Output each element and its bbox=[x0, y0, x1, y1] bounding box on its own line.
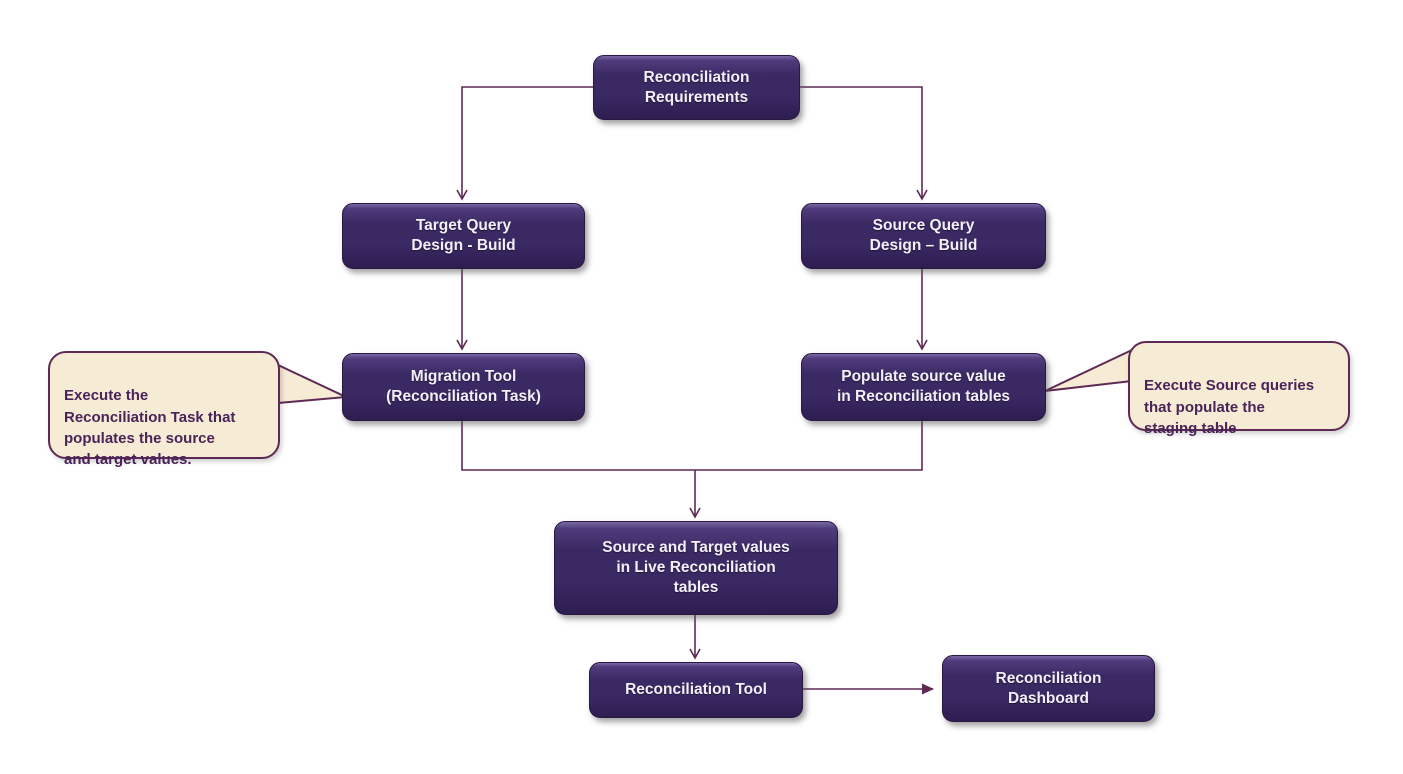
callout-execute-source-queries: Execute Source queries that populate the… bbox=[1128, 341, 1350, 437]
node-reconciliation-requirements-label: Reconciliation Requirements bbox=[643, 68, 750, 106]
node-source-query-design-build: Source Query Design – Build bbox=[801, 203, 1046, 269]
node-reconciliation-requirements: Reconciliation Requirements bbox=[593, 55, 800, 120]
node-target-query-design-build-label: Target Query Design - Build bbox=[411, 217, 516, 254]
node-populate-source-value-label: Populate source value in Reconciliation … bbox=[836, 368, 1011, 405]
callout-left-tail bbox=[277, 363, 350, 405]
connector-requirements-to-source-query bbox=[798, 86, 928, 201]
node-migration-tool: Migration Tool (Reconciliation Task) bbox=[342, 353, 585, 421]
callout-execute-reconciliation-task: Execute the Reconciliation Task that pop… bbox=[48, 351, 280, 468]
node-reconciliation-tool-label: Reconciliation Tool bbox=[625, 681, 767, 699]
callout-right-tail bbox=[1044, 348, 1133, 392]
node-source-and-target-values-label: Source and Target values in Live Reconci… bbox=[602, 539, 790, 596]
callout-execute-source-queries-text: Execute Source queries that populate the… bbox=[1144, 377, 1315, 437]
node-source-query-design-build-label: Source Query Design – Build bbox=[869, 217, 978, 254]
node-migration-tool-label: Migration Tool (Reconciliation Task) bbox=[386, 368, 541, 405]
callout-execute-reconciliation-task-text: Execute the Reconciliation Task that pop… bbox=[64, 387, 236, 469]
node-reconciliation-tool: Reconciliation Tool bbox=[589, 662, 803, 718]
connector-merge-bar bbox=[461, 419, 923, 471]
connector-requirements-to-target-query bbox=[456, 86, 593, 201]
node-target-query-design-build: Target Query Design - Build bbox=[342, 203, 585, 269]
node-populate-source-value: Populate source value in Reconciliation … bbox=[801, 353, 1046, 421]
node-reconciliation-dashboard: Reconciliation Dashboard bbox=[942, 655, 1155, 722]
node-source-and-target-values: Source and Target values in Live Reconci… bbox=[554, 521, 838, 615]
node-reconciliation-dashboard-label: Reconciliation Dashboard bbox=[995, 669, 1102, 707]
